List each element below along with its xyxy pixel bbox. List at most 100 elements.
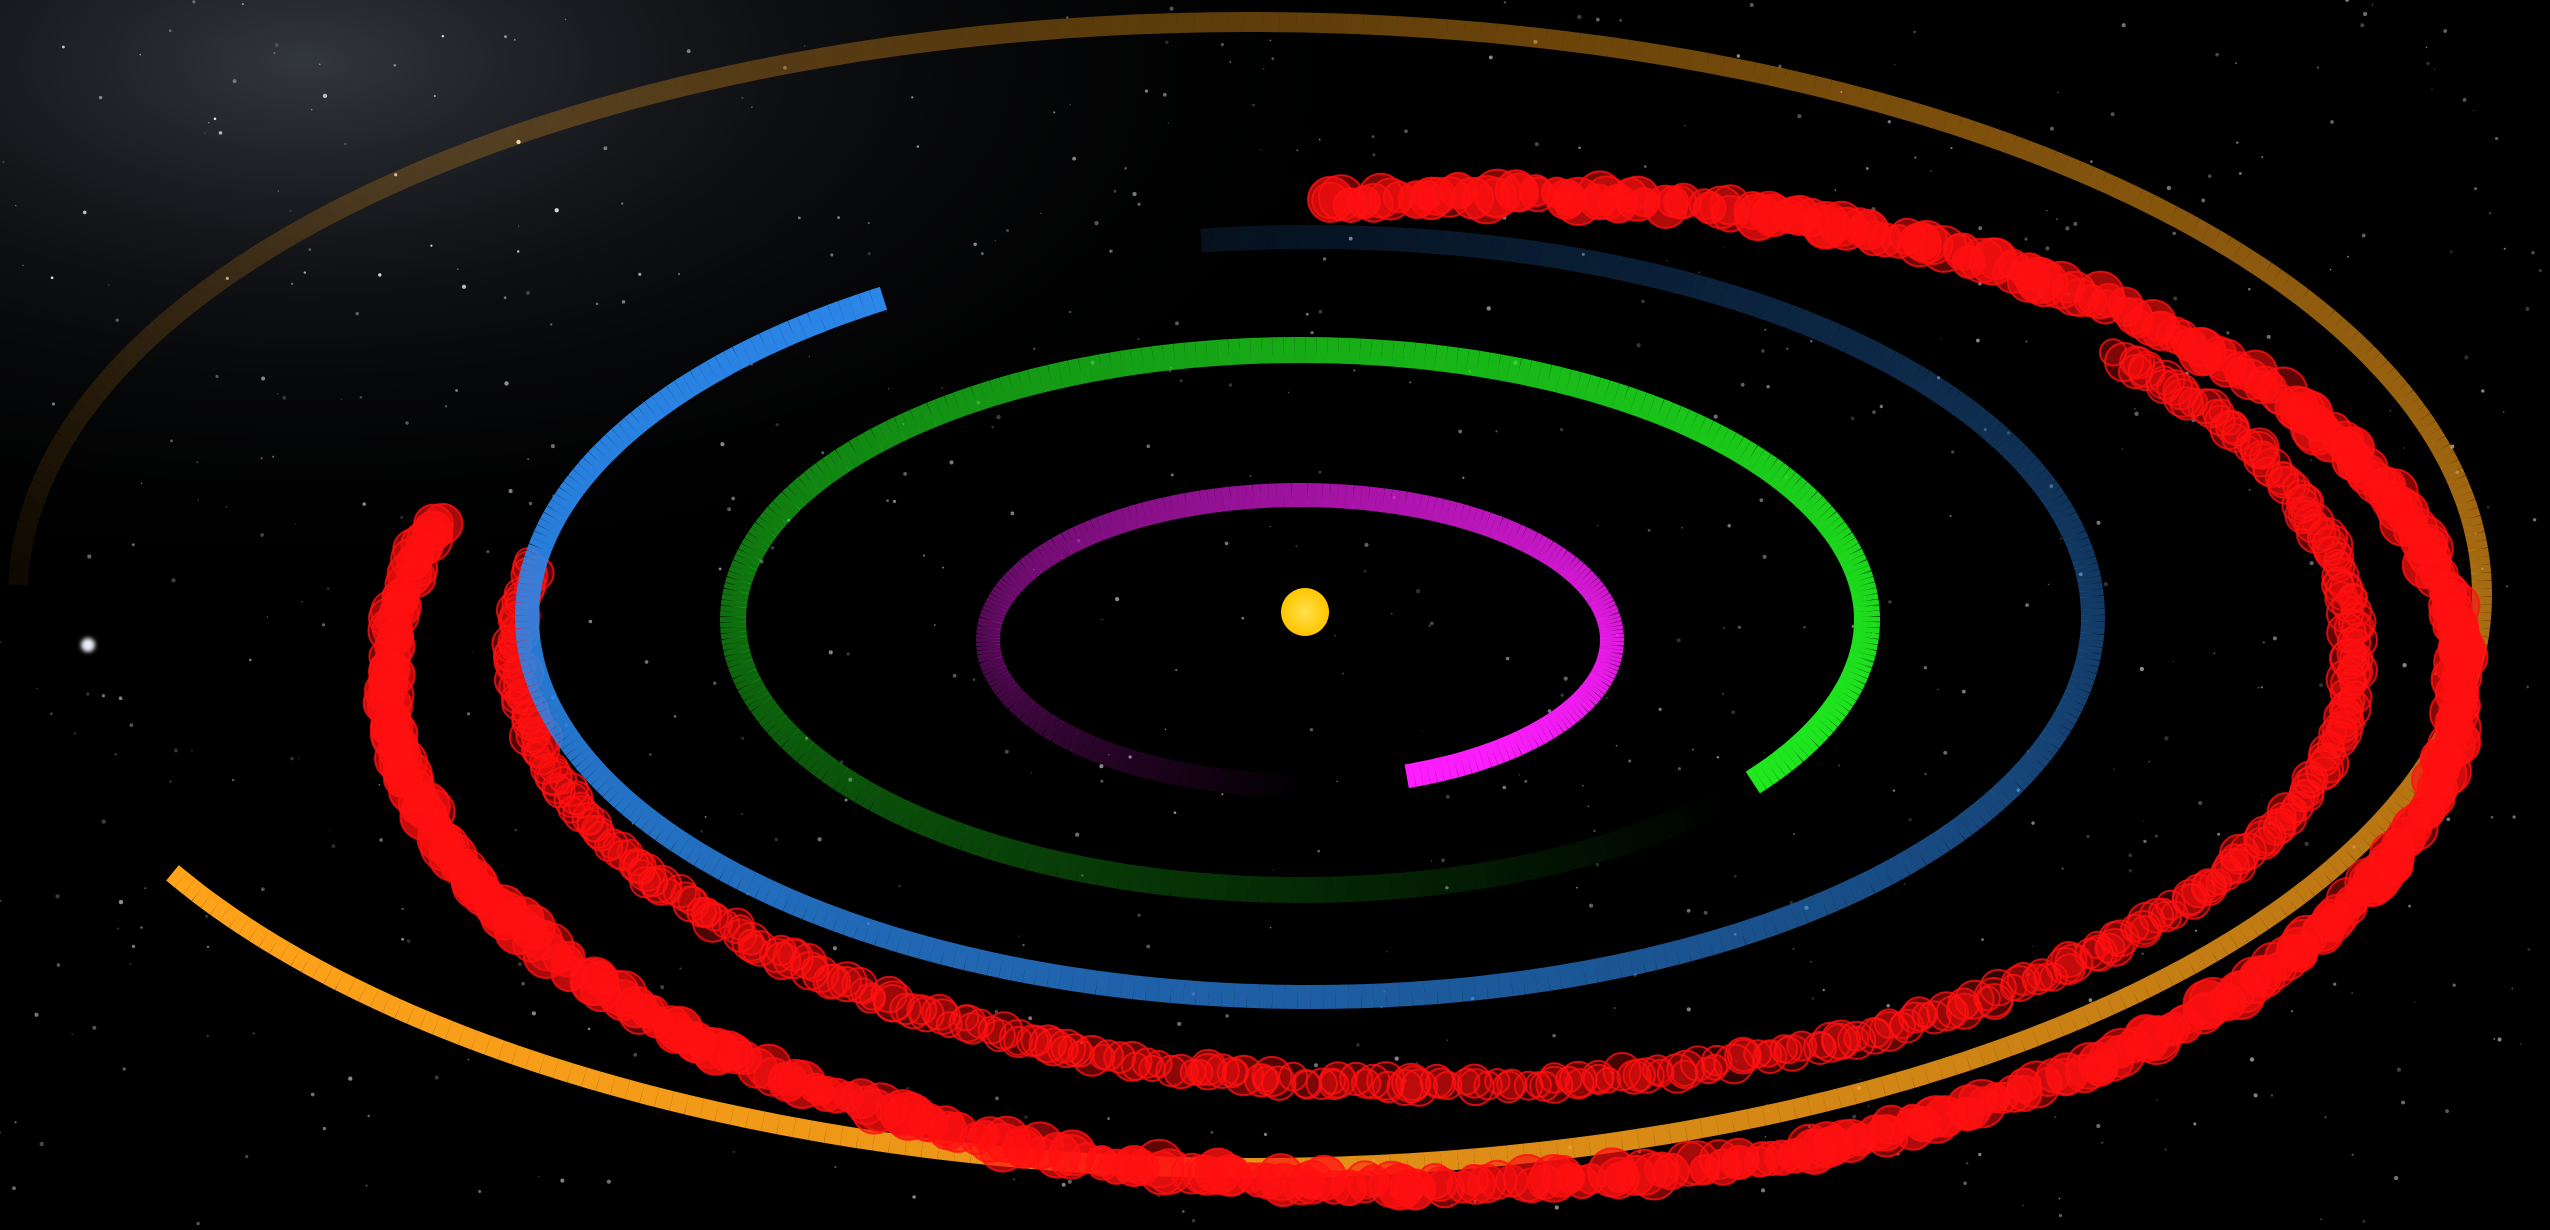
trail-segment [1595, 658, 1620, 671]
trail-segment [540, 512, 565, 530]
star [720, 442, 725, 447]
trail-segment [1541, 715, 1559, 739]
trail-segment [1413, 17, 1432, 39]
star [2047, 583, 2050, 586]
trail-segment [1199, 765, 1211, 791]
star [2272, 636, 2277, 641]
star [2128, 868, 2133, 873]
trail-segment [858, 290, 877, 317]
trail-segment [525, 672, 551, 687]
trail-segment [722, 588, 750, 599]
star [1976, 338, 1980, 343]
trail-segment [976, 625, 1001, 633]
trail-segment [787, 481, 810, 506]
star [1872, 410, 1876, 414]
trail-segment [1090, 738, 1106, 763]
star [1404, 129, 1408, 134]
star [1318, 138, 1321, 141]
star [2497, 1037, 2502, 1042]
trail-segment [993, 677, 1016, 695]
trail-segment [978, 831, 996, 859]
trail-segment [809, 463, 832, 489]
trail-segment [743, 687, 770, 707]
trail-segment [1856, 87, 1877, 111]
trail-segment [517, 582, 542, 593]
trail-segment [2013, 451, 2037, 474]
trail-segment [943, 28, 963, 50]
star [1965, 1161, 1969, 1165]
trail-segment [2078, 582, 2103, 593]
trail-segment [1479, 22, 1499, 44]
star [1903, 882, 1906, 885]
trail-segment [1636, 1126, 1656, 1149]
star [1615, 744, 1618, 747]
star [518, 962, 522, 967]
star [1587, 805, 1589, 807]
trail-segment [1078, 356, 1094, 384]
star [82, 210, 87, 215]
trail-segment [1445, 754, 1459, 780]
trail-segment [1736, 59, 1756, 82]
trail-segment [1121, 748, 1136, 774]
trail-segment [1460, 976, 1476, 1002]
trail-segment [1140, 346, 1155, 374]
star [633, 1052, 638, 1057]
trail-segment [728, 565, 755, 580]
trail-segment [269, 936, 290, 960]
trail-segment [1398, 981, 1413, 1007]
trail-segment [1424, 495, 1437, 521]
trail-segment [1585, 676, 1608, 695]
trail-segment [2055, 511, 2080, 530]
star [197, 499, 200, 502]
trail-segment [2094, 996, 2115, 1020]
trail-segment [1536, 717, 1554, 742]
trail-segment [2036, 481, 2061, 501]
trail-segment [2163, 962, 2185, 986]
star [2096, 1123, 2101, 1129]
trail-segment [1929, 830, 1951, 856]
star [1295, 545, 1298, 548]
trail-segment [1804, 496, 1828, 520]
trail-segment [518, 649, 544, 662]
trail-segment [1510, 970, 1526, 997]
trail-segment [1115, 746, 1130, 772]
trail-segment [1236, 875, 1249, 902]
star [1421, 730, 1423, 732]
trail-segment [995, 680, 1018, 699]
trail-segment [832, 908, 851, 935]
star [2393, 1175, 2399, 1181]
trail-segment [115, 349, 137, 371]
trail-segment [2217, 931, 2239, 956]
trail-segment [2072, 556, 2098, 570]
star [2164, 1148, 2168, 1151]
star [2495, 136, 2499, 141]
trail-segment [183, 878, 205, 902]
trail-segment [925, 812, 944, 840]
trail-segment [682, 370, 703, 397]
star [2502, 411, 2505, 413]
trail-segment [1442, 866, 1457, 895]
trail-segment [1363, 14, 1381, 36]
trail-segment [559, 481, 583, 502]
trail-segment [1973, 412, 1996, 436]
trail-segment [1840, 554, 1867, 571]
trail-segment [848, 293, 867, 321]
star [266, 616, 269, 618]
trail-segment [2403, 397, 2425, 418]
red-particle [1366, 1061, 1406, 1101]
star [1165, 40, 1169, 44]
trail-segment [2397, 390, 2420, 410]
trail-segment [2189, 218, 2211, 242]
trail-segment [1763, 297, 1782, 324]
star [912, 1195, 916, 1199]
trail-segment [23, 495, 45, 511]
trail-segment [815, 458, 838, 485]
trail-segment [910, 406, 929, 434]
star [1181, 1210, 1185, 1213]
trail-segment [1102, 742, 1118, 768]
star [290, 756, 294, 761]
trail-segment [1758, 759, 1780, 785]
star [517, 225, 520, 227]
trail-segment [1730, 1109, 1751, 1132]
trail-segment [1212, 227, 1227, 252]
